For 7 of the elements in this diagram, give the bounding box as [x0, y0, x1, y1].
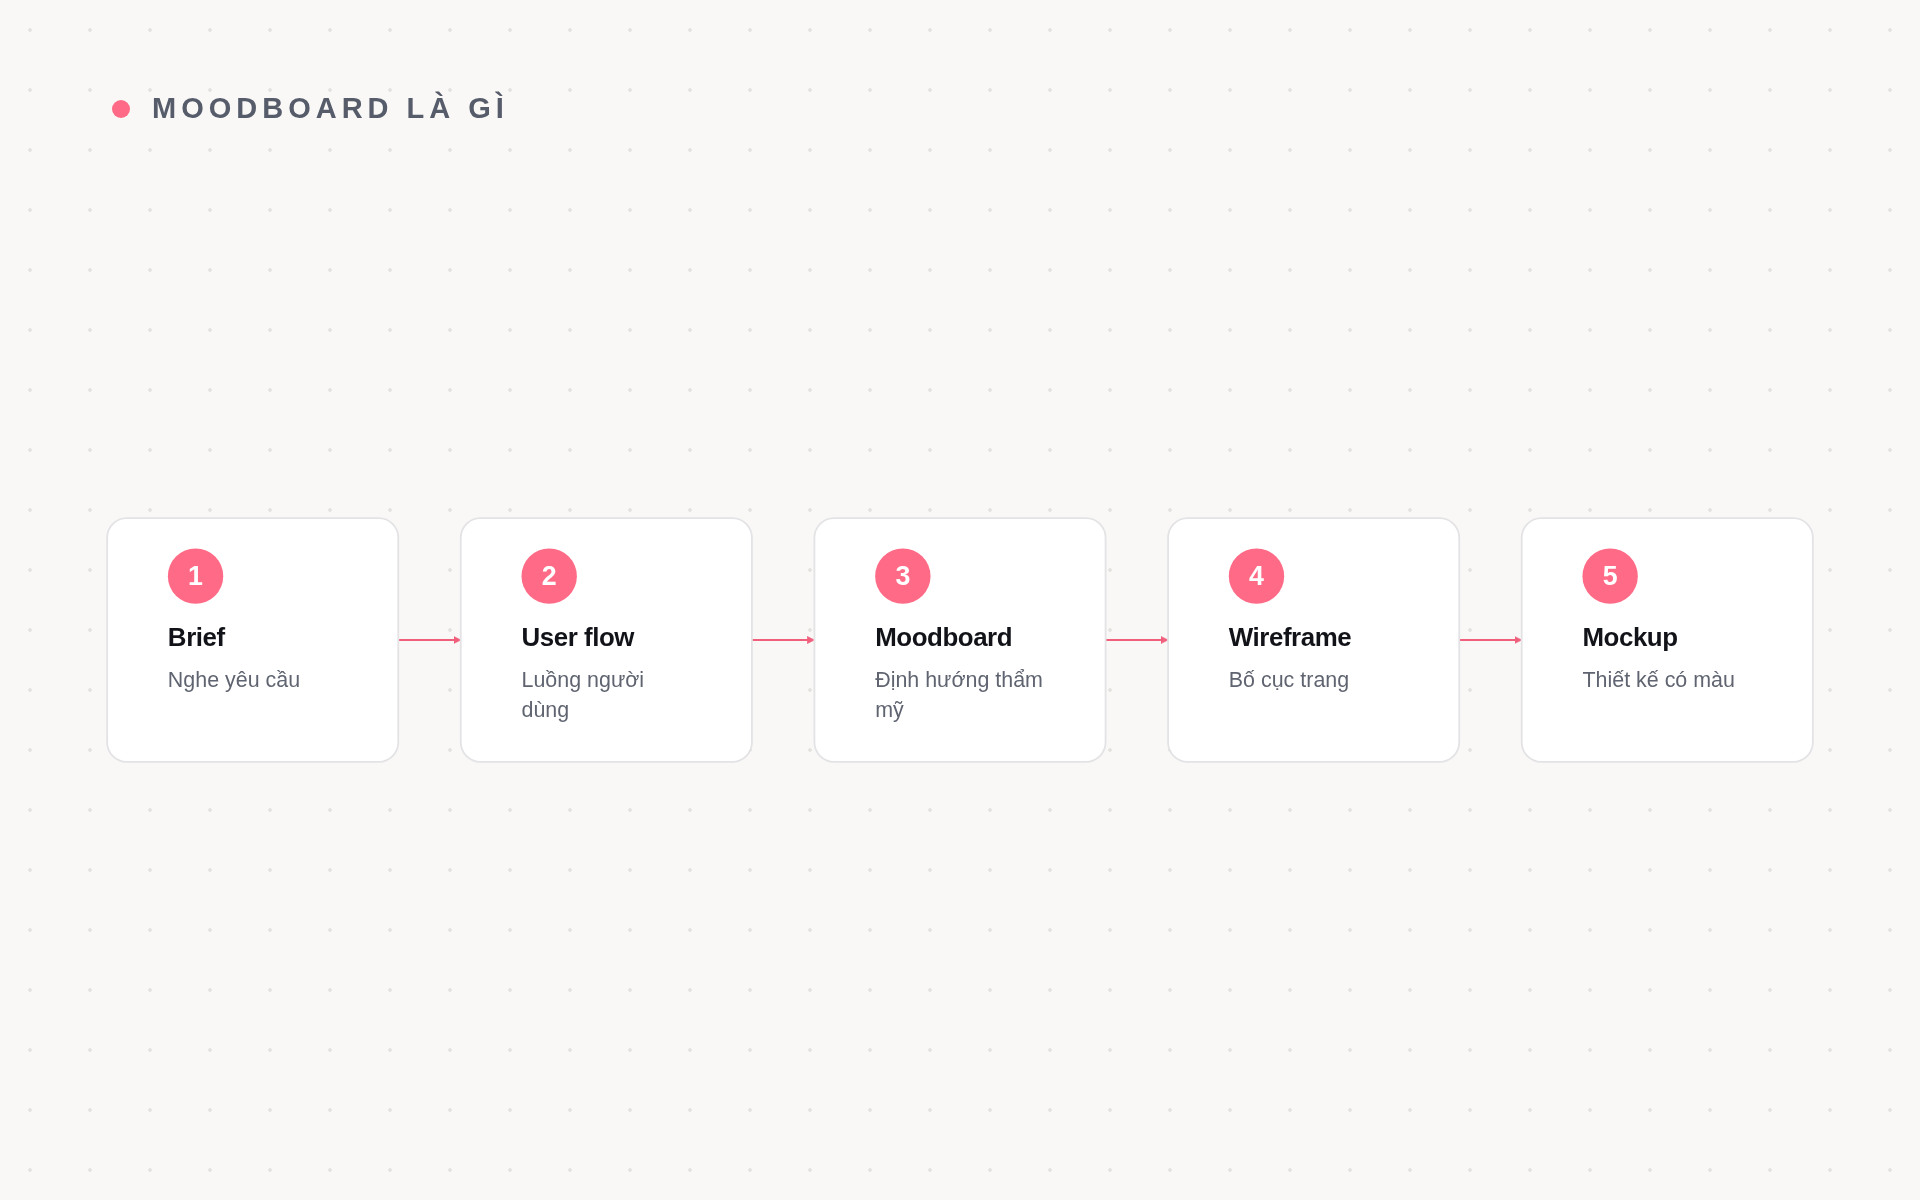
node-box: 2 User flow Luồng người dùng — [459, 517, 753, 763]
arrow — [751, 636, 815, 644]
node-box: 1 Brief Nghe yêu cầu — [106, 517, 400, 763]
node-box: 5 Mockup Thiết kế có màu — [1520, 517, 1814, 763]
node-box: 4 Wireframe Bố cục trang — [1167, 517, 1461, 763]
diagram-title: MOODBOARD LÀ GÌ — [152, 92, 509, 125]
node-box: 3 Moodboard Định hướng thẩm mỹ — [813, 517, 1107, 763]
